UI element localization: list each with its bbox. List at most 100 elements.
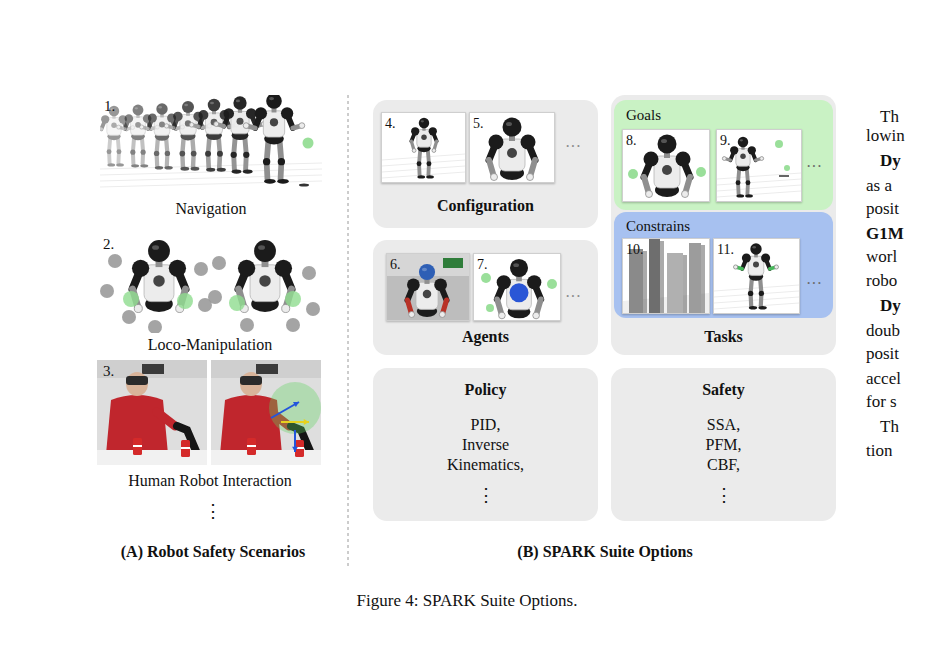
illustration-part	[506, 122, 512, 126]
illustration-part	[750, 243, 761, 254]
robot-figure	[214, 96, 267, 173]
sphere-marker	[100, 284, 114, 298]
more-dots: ⋮	[204, 500, 222, 523]
callout-number: 9.	[720, 132, 731, 150]
illustration-part	[101, 115, 109, 123]
callout-number: 11.	[717, 241, 734, 259]
floor-grid	[714, 297, 799, 303]
body-text-fragment: accel	[866, 368, 901, 389]
text-holder: tion	[866, 440, 892, 461]
illustration-part	[214, 122, 219, 127]
illustration-part	[734, 265, 738, 269]
illustration-part	[299, 123, 305, 129]
text-holder: 1.	[104, 97, 115, 116]
robot-figure	[411, 118, 437, 179]
sphere-marker	[229, 295, 245, 311]
illustration-part	[644, 152, 659, 167]
text-holder: PFM,	[611, 435, 836, 455]
robot-figure	[238, 240, 292, 312]
illustration-part	[173, 112, 182, 121]
text-holder: ⋮	[53, 500, 373, 523]
illustration-part	[140, 164, 148, 167]
option-panel: SafetySSA,PFM,CBF,⋮	[611, 368, 836, 521]
illustration-part	[503, 118, 522, 137]
divider-line	[348, 95, 349, 566]
illustration-part	[742, 254, 751, 263]
option-panel: PolicyPID,Inverse Kinematics,⋮	[373, 368, 598, 521]
text-holder: 7.	[477, 255, 488, 274]
floor-grid	[382, 154, 465, 160]
more-dots: ⋮	[715, 484, 733, 507]
callout-number: 2.	[103, 235, 114, 254]
illustration-part	[426, 161, 431, 166]
illustration-part	[259, 275, 271, 287]
sphere-marker	[696, 167, 706, 177]
illustration-part	[211, 360, 321, 465]
illustration-part	[116, 163, 124, 166]
illustration-part	[191, 167, 200, 171]
illustration-part	[271, 402, 299, 418]
illustration-part	[237, 118, 244, 125]
illustration-part	[434, 278, 447, 291]
text-holder: SSA,	[611, 415, 836, 435]
robot-figure	[497, 259, 542, 319]
robot-figure	[734, 243, 779, 309]
sphere-marker	[286, 318, 300, 332]
text-holder: 4.	[385, 114, 396, 133]
robot-illustration	[97, 233, 323, 333]
illustration-part	[140, 125, 144, 129]
illustration-part	[130, 150, 135, 155]
illustration-part	[179, 151, 185, 157]
text-holder: PID,	[373, 415, 598, 435]
illustration-part	[125, 114, 134, 123]
callout-number: 1.	[104, 97, 115, 116]
robot-figure	[489, 118, 536, 181]
illustration-part	[205, 151, 211, 157]
scenario-box: 3.Human Robot Interaction	[97, 360, 323, 492]
robot-figure	[407, 264, 447, 318]
text-holder: Dy	[880, 295, 901, 316]
illustration-part	[407, 278, 420, 291]
sphere-marker	[547, 279, 557, 289]
illustration-part	[211, 450, 321, 465]
body-text-fragment: for s	[866, 391, 897, 412]
illustration-part	[211, 360, 321, 378]
illustration-part	[269, 382, 321, 434]
more-dots: ···	[806, 157, 822, 177]
floor-grid	[100, 181, 322, 187]
option-item: PFM,	[705, 435, 741, 455]
illustration-part	[224, 108, 235, 119]
text-holder: Constrains	[626, 217, 690, 236]
floor-grid	[714, 291, 799, 297]
more-dots: ···	[806, 274, 822, 294]
illustration-part	[489, 118, 536, 181]
illustration-part	[660, 241, 664, 313]
text-holder: Figure 4: SPARK Suite Options.	[217, 590, 717, 611]
illustration-part	[270, 118, 278, 126]
illustration-part	[184, 104, 188, 107]
illustration-part	[180, 167, 189, 171]
illustration-part	[760, 157, 764, 161]
illustration-part	[132, 260, 149, 277]
sphere-marker	[123, 291, 139, 307]
sphere-marker	[240, 318, 254, 332]
text-holder: 8.	[626, 131, 637, 150]
callout-number: 3.	[103, 362, 114, 381]
illustration-part	[759, 291, 764, 296]
illustration-part	[275, 260, 292, 277]
body-text-fragment: robo	[866, 270, 897, 291]
illustration-part	[426, 175, 434, 178]
body-text-fragment: G1M	[866, 223, 904, 244]
illustration-part	[133, 438, 142, 455]
illustration-part	[676, 152, 691, 167]
robot-figure	[644, 135, 691, 198]
floor-grid	[714, 303, 799, 309]
illustration-part	[269, 97, 274, 100]
text-holder: Tasks	[611, 327, 836, 347]
illustration-part	[748, 291, 753, 296]
illustration-part	[148, 114, 157, 123]
panel-title: Configuration	[437, 196, 534, 216]
text-holder: 3.	[103, 362, 114, 381]
sphere-marker	[108, 254, 122, 268]
callout-number: 6.	[390, 256, 401, 274]
